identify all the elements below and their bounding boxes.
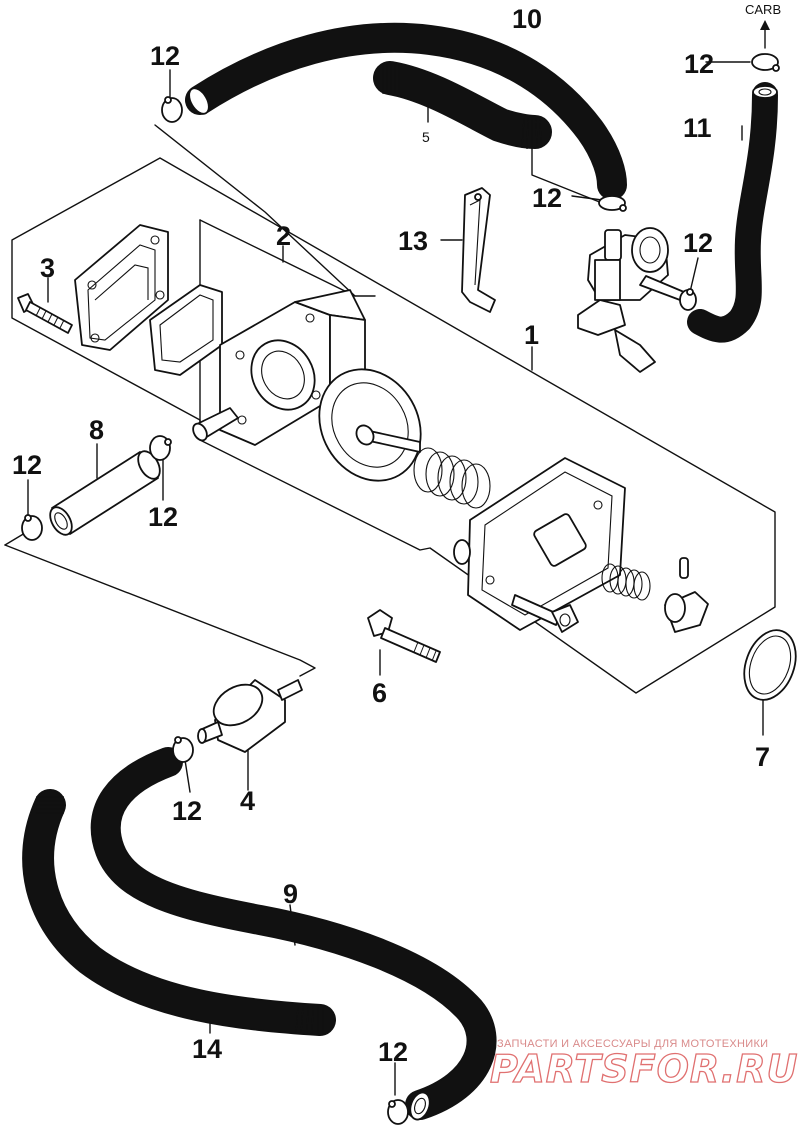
hose-9[interactable] <box>90 747 497 1122</box>
callout-12-left: 12 <box>12 450 42 480</box>
clamp-h <box>387 1099 409 1125</box>
pipe-8[interactable] <box>46 448 165 539</box>
callout-5: 5 <box>422 129 430 145</box>
clamp-d <box>679 288 697 311</box>
callout-1: 1 <box>524 320 539 350</box>
pin[interactable] <box>679 557 689 579</box>
callout-8: 8 <box>89 415 104 445</box>
callout-3: 3 <box>40 253 55 283</box>
watermark-tagline: ЗАПЧАСТИ И АКСЕССУАРЫ ДЛЯ МОТОТЕХНИКИ <box>497 1038 768 1050</box>
carb-label: CARB <box>745 2 781 17</box>
fuel-filter-4[interactable] <box>197 676 303 753</box>
clamp-e <box>149 435 172 461</box>
callout-2: 2 <box>276 221 291 251</box>
cover-plates[interactable] <box>74 224 223 376</box>
callout-14: 14 <box>192 1034 222 1064</box>
clamps-12[interactable] <box>21 53 780 1125</box>
spring-large[interactable] <box>413 447 491 509</box>
callout-12-bottom: 12 <box>378 1037 408 1067</box>
callout-11: 11 <box>683 113 712 143</box>
fuel-cock[interactable] <box>577 227 685 373</box>
valve-cap[interactable] <box>664 591 709 633</box>
callout-12-right: 12 <box>683 228 713 258</box>
diaphragm[interactable] <box>299 351 440 499</box>
hose-10[interactable] <box>185 22 627 200</box>
leader-lines <box>4 61 776 1096</box>
callout-12-filter: 12 <box>172 796 202 826</box>
clamp-g <box>172 736 194 763</box>
bolt-3[interactable] <box>17 293 73 334</box>
clamp-c <box>598 195 627 212</box>
callout-7: 7 <box>755 742 770 772</box>
watermark-brand: PARTSFOR.RU <box>490 1047 798 1091</box>
pump-body[interactable] <box>190 289 366 446</box>
carb-destination: CARB <box>745 2 781 49</box>
callout-13: 13 <box>398 226 428 256</box>
callout-12-carb: 12 <box>684 49 714 79</box>
pump-cover[interactable] <box>453 457 626 633</box>
callout-12-cock: 12 <box>532 183 562 213</box>
callout-12-top-left: 12 <box>150 41 180 71</box>
clamp-a <box>161 96 183 123</box>
callout-12-pipe: 12 <box>148 502 178 532</box>
bracket-13[interactable] <box>461 187 496 313</box>
hose-11[interactable] <box>687 82 778 343</box>
o-ring-7[interactable] <box>735 623 800 707</box>
watermark: ЗАПЧАСТИ И АКСЕССУАРЫ ДЛЯ МОТОТЕХНИКИ PA… <box>489 1038 798 1092</box>
callout-9: 9 <box>283 879 298 909</box>
bolt-6[interactable] <box>367 609 441 663</box>
callout-4: 4 <box>240 786 255 816</box>
clamp-b <box>751 53 780 72</box>
callout-10: 10 <box>512 4 542 34</box>
callouts: 10 12 12 11 5 12 2 13 12 3 1 8 12 12 6 7… <box>12 4 770 1067</box>
small-spring[interactable] <box>601 563 651 601</box>
callout-6: 6 <box>372 678 387 708</box>
clamp-f <box>21 514 43 541</box>
hose-14[interactable] <box>22 789 336 1036</box>
hose-5[interactable] <box>373 61 552 150</box>
